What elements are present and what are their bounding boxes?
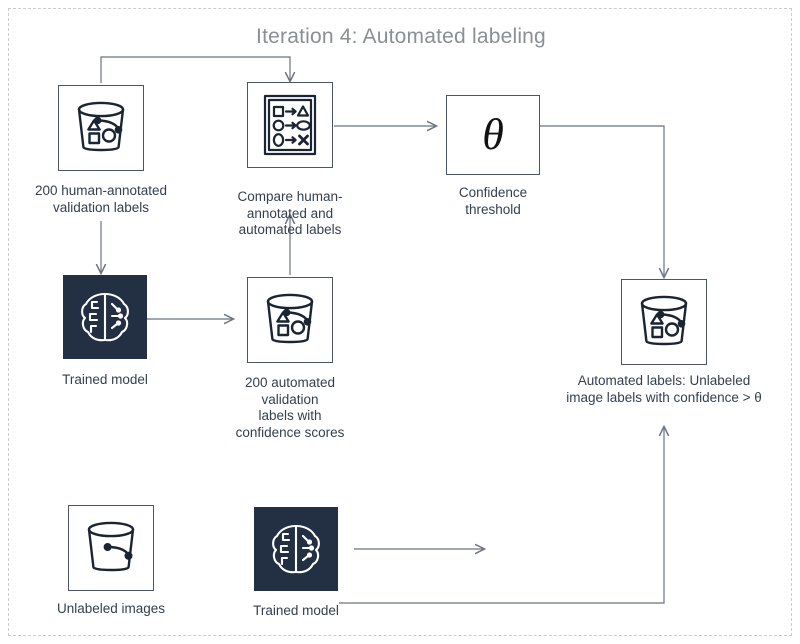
caption-confidence-threshold: Confidence threshold [458,185,528,217]
connector-model-to-output [339,427,664,604]
theta-glyph: θ [482,110,504,159]
labeled-bucket-icon [621,279,707,365]
connector-human-to-compare [100,56,290,83]
caption-compare: Compare human- annotated and automated l… [237,189,343,237]
node-unlabeled-images[interactable] [68,505,154,591]
node-human-labels[interactable] [58,85,144,171]
page-title: Iteration 4: Automated labeling [256,25,546,48]
caption-human-labels: 200 human-annotated validation labels [34,183,168,215]
brain-circuit-icon [254,507,338,591]
caption-trained-model-bottom: Trained model [253,603,339,618]
compare-list-icon [247,82,333,168]
caption-automated-labels-output: Automated labels: Unlabeled image labels… [566,373,762,405]
node-automated-labels-output[interactable] [621,279,707,365]
labeled-bucket-icon [247,277,333,363]
node-trained-model-bottom[interactable] [254,507,338,591]
node-trained-model-top[interactable] [63,275,147,359]
labeled-bucket-icon [58,85,144,171]
empty-bucket-icon [68,505,154,591]
caption-trained-model-top: Trained model [62,372,148,387]
node-automated-validation-labels[interactable] [247,277,333,363]
caption-unlabeled-images: Unlabeled images [56,601,166,616]
brain-circuit-icon [63,275,147,359]
theta-symbol: θ [446,95,540,175]
node-confidence-threshold[interactable]: θ [446,95,540,175]
node-compare[interactable] [247,82,333,168]
caption-automated-validation-labels: 200 automated validation labels with con… [235,375,345,440]
diagram-canvas: Iteration 4: Automated labeling [8,8,792,636]
